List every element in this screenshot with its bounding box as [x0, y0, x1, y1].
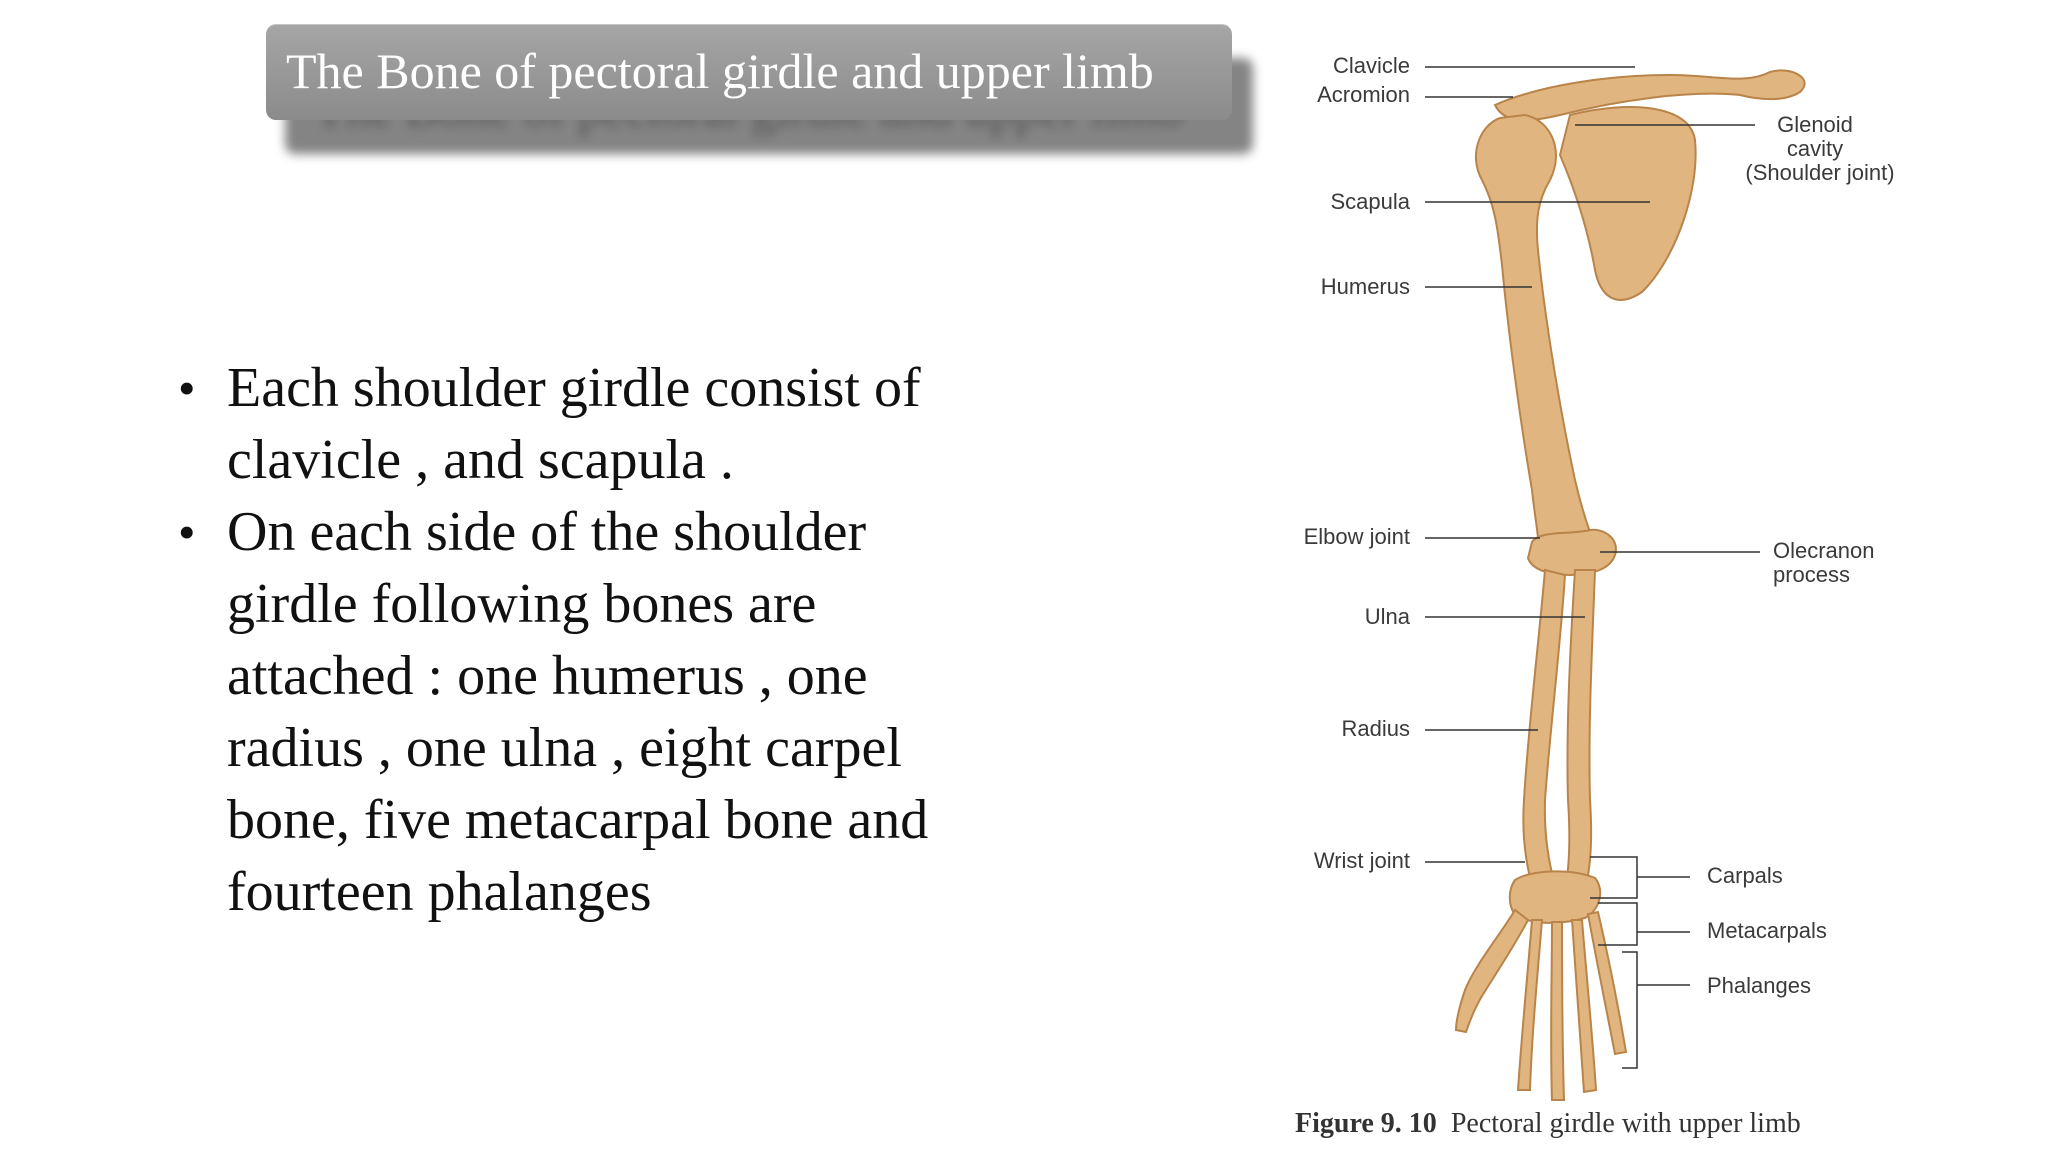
- label-metacarpals: Metacarpals: [1707, 918, 1827, 943]
- label-radius: Radius: [1342, 716, 1410, 741]
- bullet-dot-icon: •: [178, 504, 196, 560]
- label-glenoid-line2: cavity: [1787, 136, 1843, 161]
- figure-labels: Clavicle Acromion Scapula Humerus Elbow …: [1304, 53, 1895, 998]
- bullet-line: clavicle , and scapula .: [227, 429, 734, 491]
- label-acromion: Acromion: [1317, 82, 1410, 107]
- label-wrist-joint: Wrist joint: [1314, 848, 1410, 873]
- clavicle-bone: [1493, 69, 1806, 122]
- bullet-line: girdle following bones are: [227, 573, 817, 635]
- scapula-bone: [1558, 106, 1697, 301]
- finger-bone: [1550, 921, 1566, 1101]
- bullet-line: bone, five metacarpal bone and: [227, 789, 929, 851]
- bullet-dot-icon: •: [178, 360, 196, 416]
- finger-bone: [1586, 910, 1628, 1056]
- bullet-line: radius , one ulna , eight carpel: [227, 717, 902, 779]
- bullet-line: fourteen phalanges: [227, 861, 652, 923]
- carpals-bone: [1508, 870, 1602, 924]
- bullet-item: • Each shoulder girdle consist of clavic…: [178, 352, 1038, 496]
- label-olecranon-line1: Olecranon: [1773, 538, 1875, 563]
- bullet-line: Each shoulder girdle consist of: [227, 357, 921, 419]
- caption-text: Pectoral girdle with upper limb: [1450, 1108, 1801, 1139]
- bullet-line: attached : one humerus , one: [227, 645, 868, 707]
- finger-bone: [1516, 919, 1544, 1091]
- bones: [1454, 69, 1806, 1101]
- title-banner: The Bone of pectoral girdle and upper li…: [266, 24, 1232, 120]
- bullet-line: On each side of the shoulder: [227, 501, 867, 563]
- leader-lines: [1425, 66, 1760, 1069]
- thumb-bone: [1454, 908, 1530, 1034]
- label-elbow-joint: Elbow joint: [1304, 524, 1410, 549]
- label-ulna: Ulna: [1365, 604, 1411, 629]
- label-glenoid-line1: Glenoid: [1777, 112, 1853, 137]
- bullet-item: • On each side of the shoulder girdle fo…: [178, 496, 1038, 928]
- label-scapula: Scapula: [1330, 189, 1410, 214]
- label-phalanges: Phalanges: [1707, 973, 1811, 998]
- bullet-list: • Each shoulder girdle consist of clavic…: [178, 352, 1038, 928]
- label-carpals: Carpals: [1707, 863, 1783, 888]
- slide-title: The Bone of pectoral girdle and upper li…: [286, 43, 1154, 99]
- label-olecranon-line2: process: [1773, 562, 1850, 587]
- finger-bone: [1570, 919, 1598, 1094]
- label-humerus: Humerus: [1321, 274, 1410, 299]
- label-glenoid-line3: (Shoulder joint): [1745, 160, 1894, 185]
- arm-skeleton-illustration: Clavicle Acromion Scapula Humerus Elbow …: [1304, 53, 1895, 1101]
- arm-skeleton-figure: Clavicle Acromion Scapula Humerus Elbow …: [1270, 30, 1960, 1150]
- figure-caption: Figure 9. 10 Pectoral girdle with upper …: [1295, 1108, 1801, 1140]
- label-clavicle: Clavicle: [1333, 53, 1410, 78]
- caption-number: Figure 9. 10: [1295, 1108, 1437, 1139]
